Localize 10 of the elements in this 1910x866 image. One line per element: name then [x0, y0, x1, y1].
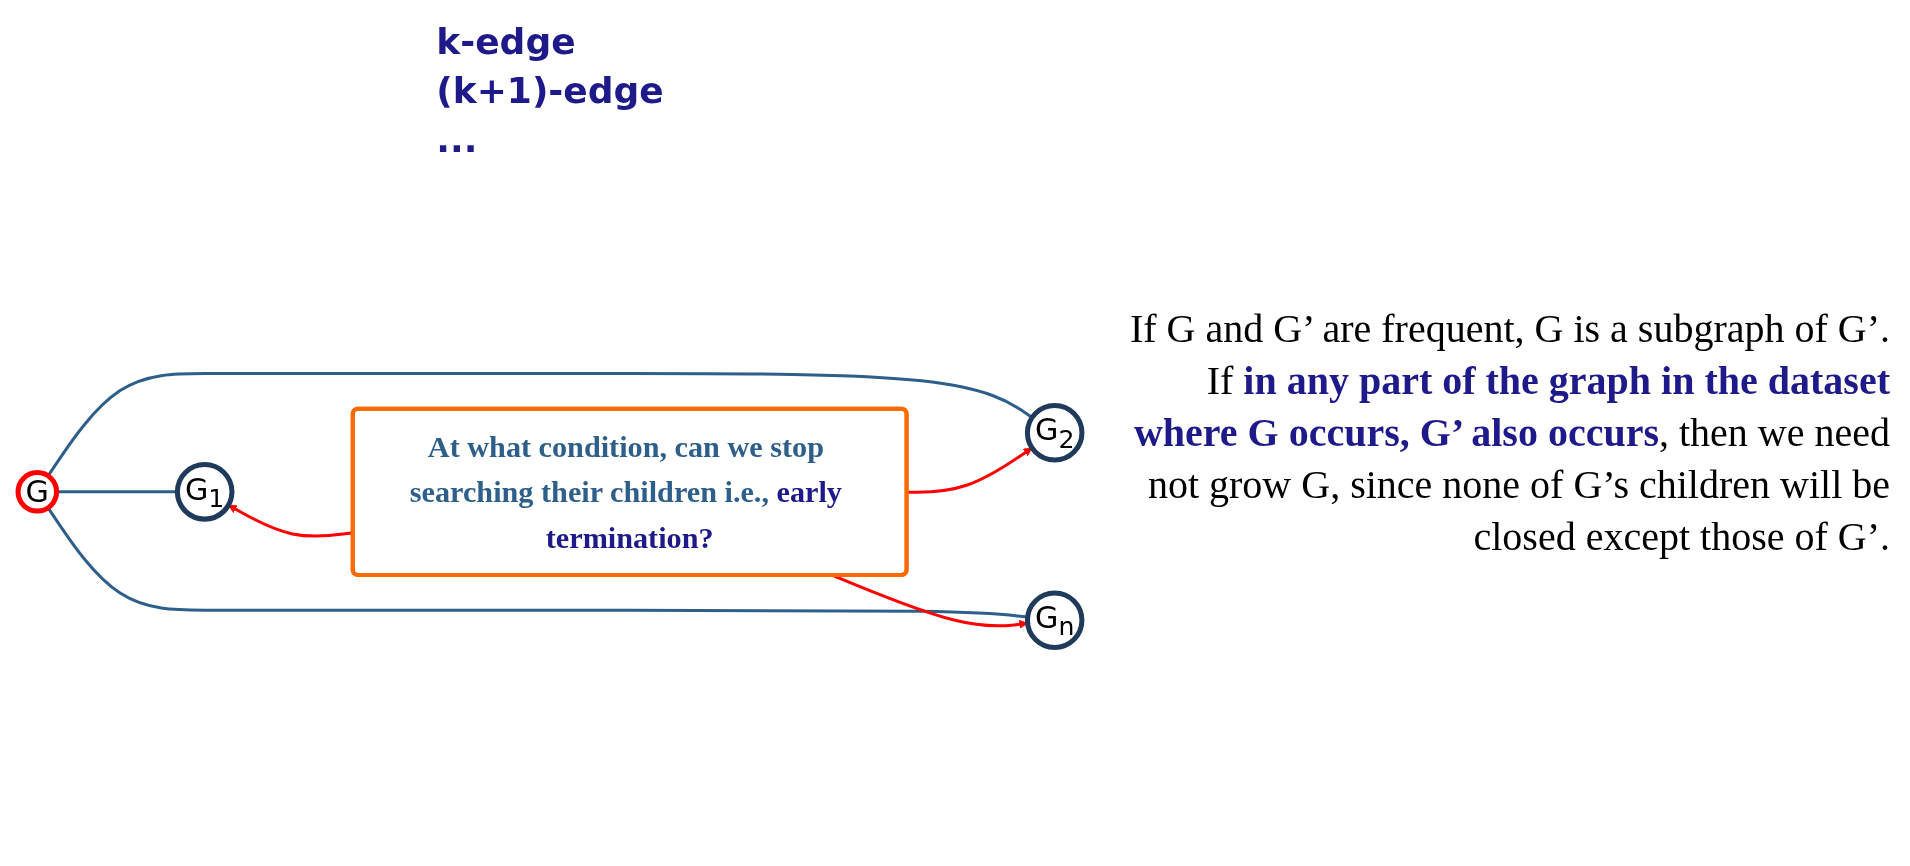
arrow — [907, 447, 1033, 494]
connector — [46, 372, 1033, 477]
node-circle: G$_{2}$ — [1024, 402, 1085, 463]
node-circle: G — [15, 470, 60, 514]
text-label: (k+1)-edge — [436, 70, 664, 111]
node-circle: G$_{1}$ — [174, 462, 235, 522]
text-label: ... — [436, 119, 479, 160]
note-paragraph: If G and G’ are frequent, G is a subgraph of G’. If in any part of the graph in the dataset where G occurs, G’ also occurs, then we need not grow G, since none of G’s children will be closed except those of G’. — [1128, 305, 1890, 561]
node-circle: G$_{n}$ — [1024, 590, 1085, 650]
text-label: k-edge — [436, 21, 577, 62]
